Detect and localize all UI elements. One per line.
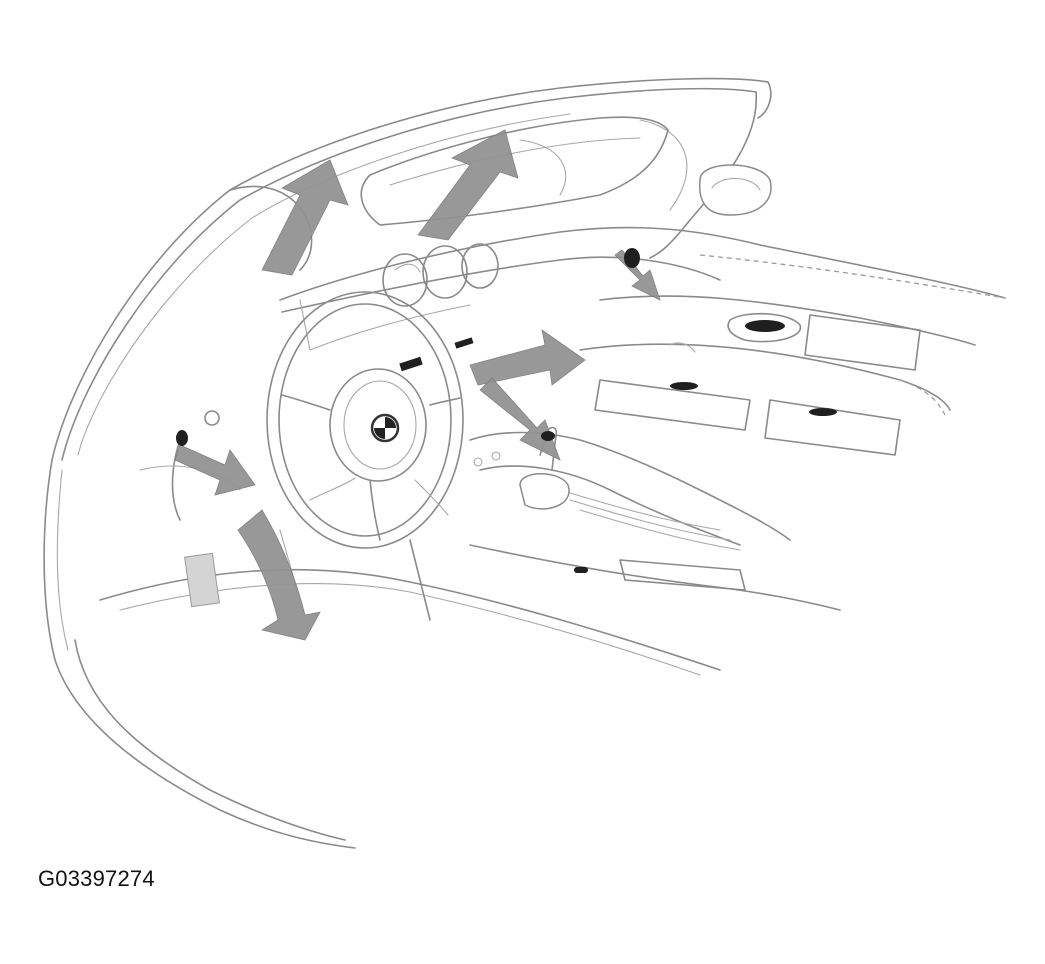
center-console [469,426,841,611]
component-markers [176,248,640,446]
sun-visor [360,116,669,226]
dashboard [279,226,1006,416]
removal-arrows [174,129,661,641]
air-vents [594,312,921,456]
lower-dash [99,410,721,676]
steering-wheel [266,291,464,549]
door-sill [43,459,356,849]
rear-view-mirror [698,164,772,216]
figure-code: G03397274 [38,866,155,891]
instrument-cluster [382,243,499,307]
bmw-roundel-icon [370,413,400,443]
